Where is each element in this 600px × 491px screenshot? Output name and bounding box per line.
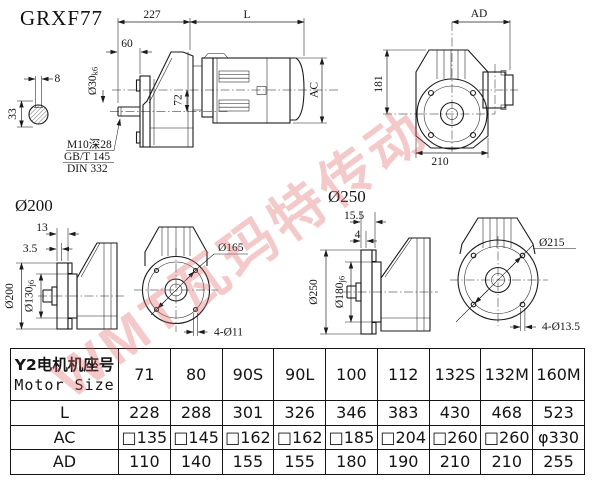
table-cell: □185: [325, 424, 378, 450]
dim-shaft-height: 33: [7, 108, 19, 120]
dim-210: 210: [431, 156, 449, 168]
motor-fan-cover: [290, 57, 305, 121]
gearbox-housing: [142, 51, 194, 148]
dim-bolt-circle-165: Ø165: [218, 242, 244, 254]
flange-200-title: Ø200: [15, 196, 53, 215]
dim-bolt-holes-11: 4-Ø11: [214, 327, 243, 339]
table-cell: □204: [376, 424, 430, 450]
table-cell: 155: [273, 449, 327, 475]
table-cell: 430: [428, 400, 482, 426]
table-cell: 190: [376, 449, 430, 475]
table-cell: 383: [376, 400, 430, 426]
shaft-cross-section: 8 33 M10深28 GB/T 145 DIN 332: [7, 73, 121, 175]
row-label-AC: AC: [10, 424, 119, 450]
table-cell: 346: [325, 400, 378, 426]
page-title: GRXF77: [20, 6, 104, 30]
dim-shaft-diameter: Ø30k6: [87, 67, 100, 95]
table-cell: 180: [325, 449, 378, 475]
dim-L: L: [243, 9, 250, 21]
standard-gbt: GB/T 145: [64, 151, 110, 163]
table-cell: 140: [169, 449, 223, 475]
table-cell: □162: [273, 424, 327, 450]
motor-size-90l: 90L: [273, 348, 327, 401]
dim-227: 227: [143, 9, 161, 21]
dim-flange-dia-200: Ø200: [4, 283, 16, 309]
table-cell: 210: [428, 449, 482, 475]
shaft-section-circle: [28, 104, 49, 125]
motor-body: [212, 57, 291, 124]
motor-size-160m: 160M: [532, 348, 585, 401]
gearbox-front-view: AD 181 210: [373, 8, 518, 168]
table-cell: □162: [221, 424, 275, 450]
dim-15_5: 15.5: [344, 210, 364, 222]
engineering-drawing: 8 33 M10深28 GB/T 145 DIN 332: [4, 8, 580, 339]
table-cell: 155: [221, 449, 275, 475]
table-cell: 326: [273, 400, 327, 426]
table-cell: 110: [118, 449, 171, 475]
dim-60: 60: [121, 38, 133, 50]
table-cell: φ330: [532, 424, 585, 450]
table-cell: 523: [532, 400, 585, 426]
motor-dimension-table: Y2电机机座号 Motor Size 71 80 90S 90L 100 112…: [10, 348, 585, 475]
motor-size-80: 80: [169, 348, 223, 401]
table-header-cell: Y2电机机座号 Motor Size: [10, 348, 119, 401]
table-cell: 255: [532, 449, 585, 475]
dim-AC: AC: [309, 82, 321, 98]
table-cell: 288: [169, 400, 223, 426]
motor-size-label-cn: Y2电机机座号: [14, 356, 115, 375]
table-cell: 210: [480, 449, 534, 475]
table-cell: □260: [428, 424, 482, 450]
motor-size-100: 100: [325, 348, 378, 401]
motor-size-112: 112: [376, 348, 430, 401]
table-cell: 468: [480, 400, 534, 426]
dim-spigot-dia-180: Ø180j6: [334, 276, 347, 308]
dim-bolt-holes-13_5: 4-Ø13.5: [542, 321, 580, 333]
table-row-L: L 228 288 301 326 346 383 430 468 523: [10, 400, 585, 426]
gearmotor-side-view: 227 L 60 Ø30k6 72 AC: [87, 9, 338, 148]
table-cell: □260: [480, 424, 534, 450]
table-cell: 301: [221, 400, 275, 426]
motor-size-90s: 90S: [221, 348, 275, 401]
table-row-AD: AD 110 140 155 155 180 190 210 210 255: [10, 449, 585, 475]
motor-size-71: 71: [118, 348, 171, 401]
table-cell: □135: [118, 424, 171, 450]
standard-din: DIN 332: [67, 163, 108, 175]
table-cell: 228: [118, 400, 171, 426]
row-label-AD: AD: [10, 449, 119, 475]
table-row-AC: AC □135 □145 □162 □162 □185 □204 □260 □2…: [10, 424, 585, 450]
flange-250-title: Ø250: [328, 187, 366, 206]
dim-13: 13: [36, 222, 48, 234]
dim-3_5: 3.5: [23, 243, 38, 255]
housing-outline: [415, 49, 489, 149]
dim-181: 181: [373, 75, 385, 93]
tap-hole-note: M10深28: [67, 137, 112, 151]
table-cell: □145: [169, 424, 223, 450]
dim-spigot-dia-130: Ø130j6: [24, 280, 37, 312]
dim-flange-dia-250: Ø250: [308, 279, 320, 305]
motor-size-132m: 132M: [480, 348, 534, 401]
flange-250-view: Ø250 15.5 4 Ø2: [308, 187, 580, 335]
flange-200-view: Ø200 13 3.5 Ø2: [4, 196, 248, 339]
dim-4: 4: [355, 229, 361, 241]
motor-size-132s: 132S: [428, 348, 482, 401]
dim-72: 72: [173, 94, 185, 106]
dim-bolt-circle-215: Ø215: [539, 237, 565, 249]
motor-size-label-en: Motor Size: [14, 375, 115, 394]
dim-AD: AD: [471, 8, 488, 20]
table-header-row: Y2电机机座号 Motor Size 71 80 90S 90L 100 112…: [10, 348, 585, 401]
row-label-L: L: [10, 400, 119, 426]
dim-key-width: 8: [55, 73, 61, 85]
